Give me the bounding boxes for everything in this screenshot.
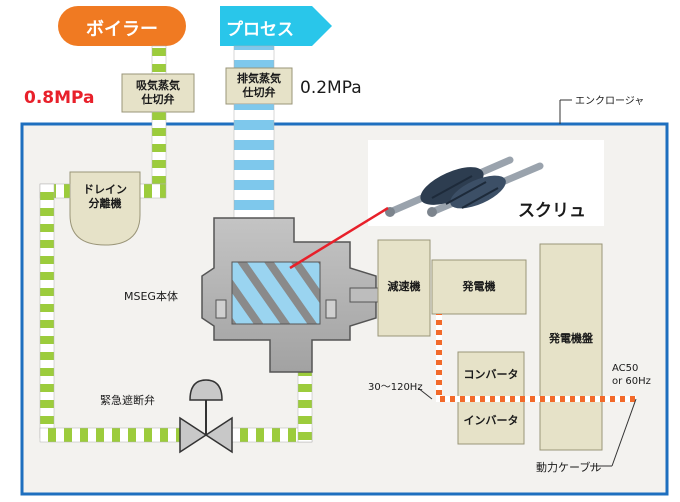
converter-label: コンバータ xyxy=(463,368,519,381)
drain-separator-label: ドレイン 分離機 xyxy=(83,183,127,210)
intake-valve xyxy=(121,73,195,113)
intake-valve-label: 吸気蒸気 仕切弁 xyxy=(136,79,180,106)
inverter-label: インバータ xyxy=(463,414,519,427)
screw-pointer xyxy=(289,206,389,270)
emergency-valve-body-r xyxy=(204,416,233,454)
pressure-high-label: 0.8MPa xyxy=(24,88,95,108)
steam-line-intake xyxy=(151,111,167,185)
converter-box xyxy=(457,351,525,399)
boiler-label: ボイラー xyxy=(86,19,158,40)
cable-gen-down xyxy=(436,314,442,400)
emergency-valve-body xyxy=(179,416,208,454)
exhaust-line-process xyxy=(233,45,275,71)
emergency-valve-actuator xyxy=(189,379,223,401)
steam-line-left-v xyxy=(39,183,55,439)
freq-label: 30～120Hz xyxy=(368,382,423,393)
pressure-low-label: 0.2MPa xyxy=(300,78,362,98)
mseg-rotor-window xyxy=(231,261,321,325)
exhaust-valve xyxy=(225,67,293,105)
cable-to-inverter xyxy=(436,396,636,402)
screw-label: スクリュ xyxy=(518,201,586,221)
screw-rotor-icon xyxy=(385,156,544,217)
boiler-node xyxy=(58,6,186,46)
generator-box xyxy=(431,259,527,315)
emergency-valve-label: 緊急遮断弁 xyxy=(100,394,155,407)
exhaust-valve-label: 排気蒸気 仕切弁 xyxy=(237,72,281,99)
ac-label: AC50 or 60Hz xyxy=(612,363,651,387)
steam-line-intake-h xyxy=(139,183,167,199)
reducer-box xyxy=(377,239,431,337)
steam-line-boiler xyxy=(151,45,167,75)
process-node xyxy=(220,6,332,46)
steam-line-bottom xyxy=(39,427,181,443)
generator-panel-label: 発電機盤 xyxy=(549,332,593,345)
generator-panel xyxy=(539,243,603,451)
drain-separator xyxy=(69,171,141,246)
mseg-label: MSEG本体 xyxy=(124,290,178,303)
process-label: プロセス xyxy=(226,20,294,40)
enclosure-label: エンクロージャ xyxy=(575,96,645,107)
generator-label: 発電機 xyxy=(462,280,496,293)
reducer-label: 減速機 xyxy=(387,280,421,293)
power-cable-label: 動力ケーブル xyxy=(536,461,602,474)
